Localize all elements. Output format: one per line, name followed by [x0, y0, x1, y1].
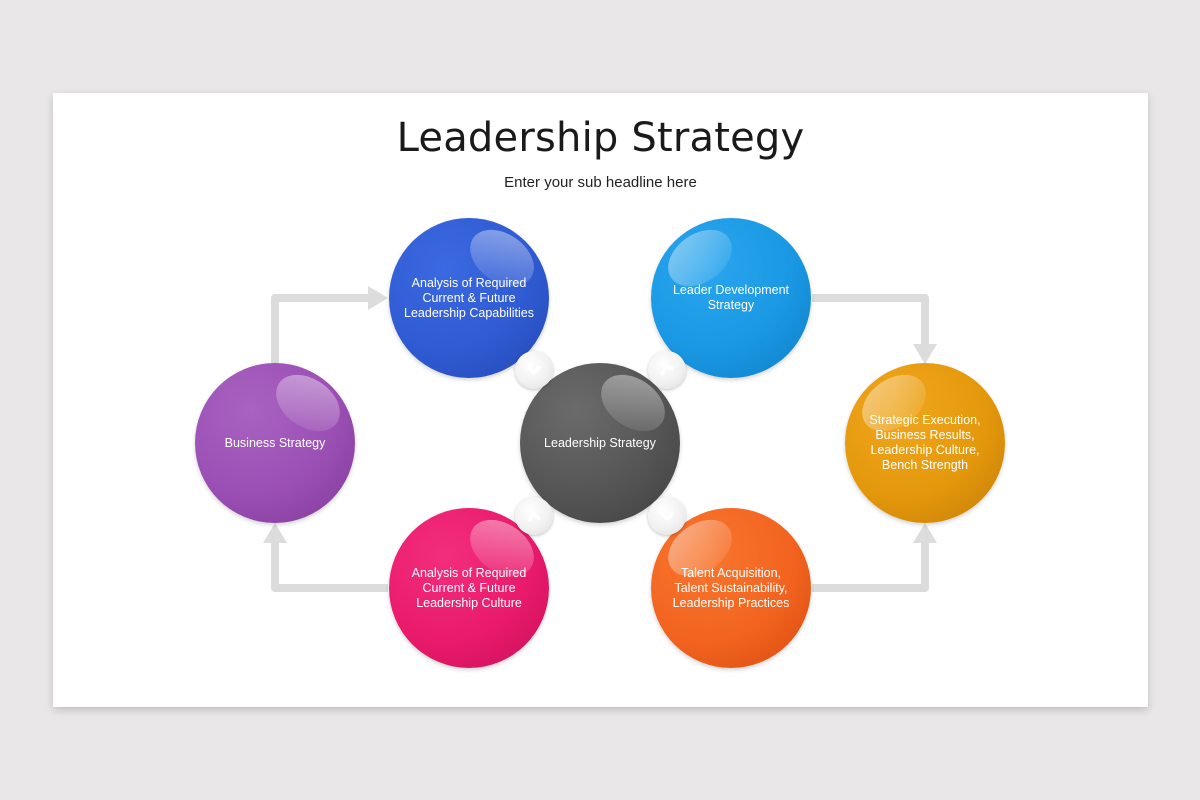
arrowhead-down [913, 344, 937, 364]
arrow-culture-to-business [271, 540, 388, 592]
badge-top-left [515, 351, 553, 389]
chevron-down-icon [659, 511, 675, 521]
node-strategic-execution[interactable]: Strategic Execution, Business Results, L… [845, 363, 1005, 523]
chevron-up-icon [660, 364, 674, 376]
arrowhead-up-left [263, 523, 287, 543]
center-node-leadership-strategy[interactable]: Leadership Strategy [520, 363, 680, 523]
node-culture-analysis[interactable]: Analysis of Required Current & Future Le… [389, 508, 549, 668]
arrowhead-right [368, 286, 388, 310]
badge-bottom-right [648, 497, 686, 535]
arrow-talent-to-execution [812, 540, 929, 592]
arrowhead-up-right [913, 523, 937, 543]
node-label: Leader Development Strategy [672, 283, 790, 312]
node-leader-development[interactable]: Leader Development Strategy [651, 218, 811, 378]
node-label: Business Strategy [224, 435, 326, 450]
node-talent-acquisition[interactable]: Talent Acquisition, Talent Sustainabilit… [651, 508, 811, 668]
node-label: Analysis of Required Current & Future Le… [411, 565, 527, 610]
slide-title: Leadership Strategy [396, 115, 805, 161]
badge-bottom-left [515, 497, 553, 535]
node-label: Talent Acquisition, Talent Sustainabilit… [672, 565, 790, 610]
arrow-development-to-execution [812, 294, 929, 348]
slide-subtitle: Enter your sub headline here [504, 174, 697, 191]
chevron-up-icon [527, 511, 541, 522]
arrow-business-to-capabilities [271, 294, 372, 365]
node-business-strategy[interactable]: Business Strategy [195, 363, 355, 523]
node-capabilities-analysis[interactable]: Analysis of Required Current & Future Le… [389, 218, 549, 378]
chevron-down-icon [526, 365, 542, 375]
node-label: Strategic Execution, Business Results, L… [869, 413, 981, 472]
node-label: Leadership Strategy [544, 435, 656, 450]
badge-top-right [648, 351, 686, 389]
node-label: Analysis of Required Current & Future Le… [404, 275, 534, 320]
